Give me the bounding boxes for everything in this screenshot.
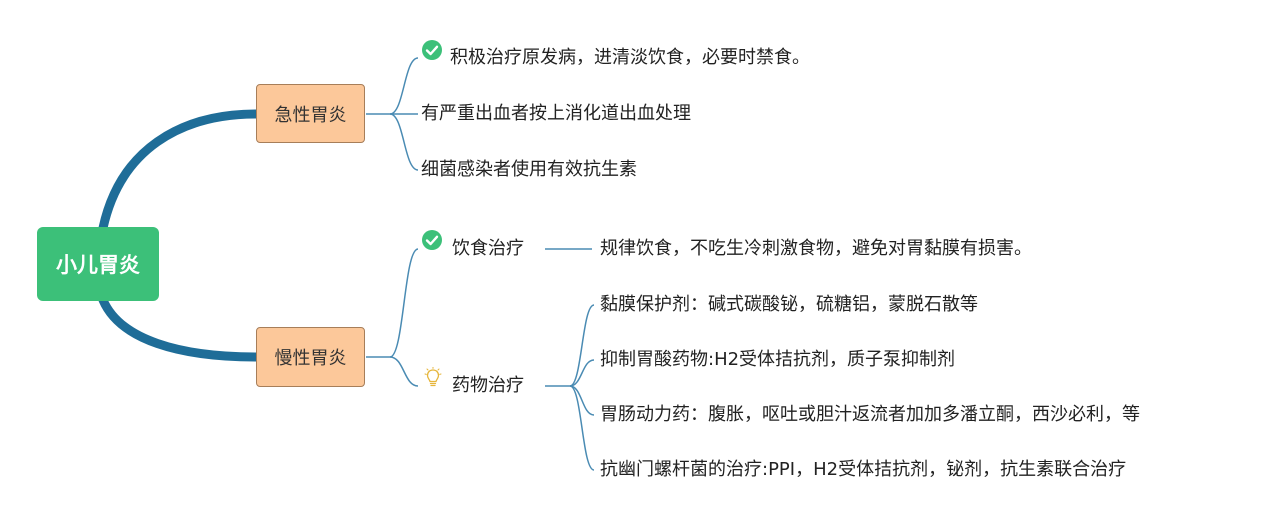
diet-item-1[interactable]: 规律饮食，不吃生冷刺激食物，避免对胃黏膜有损害。 [600,238,1032,259]
chronic-connectors [366,248,419,387]
medicine-item-1[interactable]: 黏膜保护剂：碱式碳酸铋，硫糖铝，蒙脱石散等 [600,294,978,315]
sub-diet-therapy[interactable]: 饮食治疗 [452,237,524,261]
acute-item-1[interactable]: 积极治疗原发病，进清淡饮食，必要时禁食。 [450,47,810,68]
acute-connectors [366,57,419,171]
sub-label: 药物治疗 [452,375,524,396]
branch-label: 急性胃炎 [274,104,347,126]
branch-label: 慢性胃炎 [274,348,347,369]
root-label: 小儿胃炎 [56,253,140,277]
branch-acute-gastritis[interactable]: 急性胃炎 [256,84,365,143]
branch-chronic-gastritis[interactable]: 慢性胃炎 [256,327,365,387]
check-icon [422,230,442,250]
root-node[interactable]: 小儿胃炎 [37,227,159,301]
medicine-item-4[interactable]: 抗幽门螺杆菌的治疗:PPI，H2受体拮抗剂，铋剂，抗生素联合治疗 [600,459,1127,480]
medicine-item-2[interactable]: 抑制胃酸药物:H2受体拮抗剂，质子泵抑制剂 [600,349,956,370]
trunk-acute [98,109,261,233]
lightbulb-icon [424,367,442,387]
acute-item-2[interactable]: 有严重出血者按上消化道出血处理 [421,103,691,124]
sub-label: 饮食治疗 [452,238,524,259]
medicine-item-3[interactable]: 胃肠动力药：腹胀，呕吐或胆汁返流者加加多潘立酮，西沙必利，等 [600,404,1140,425]
acute-item-3[interactable]: 细菌感染者使用有效抗生素 [421,159,637,180]
trunk-chronic [98,295,261,362]
sub-medicine-therapy[interactable]: 药物治疗 [452,374,524,398]
medicine-connectors [545,304,595,471]
check-icon [422,40,442,60]
